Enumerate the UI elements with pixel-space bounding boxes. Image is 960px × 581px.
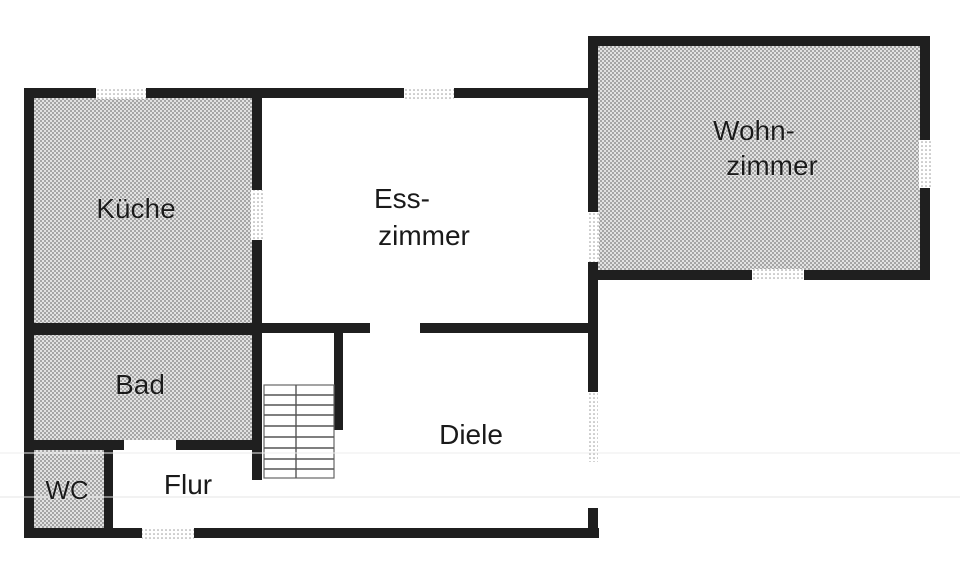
room-label-esszimmer-line2: zimmer <box>378 220 470 251</box>
wall-wc-right <box>104 440 113 528</box>
wall-kueche-right <box>252 88 262 480</box>
room-label-wohnzimmer-line2: zimmer <box>726 150 818 181</box>
room-label-flur: Flur <box>164 469 212 500</box>
wc-fill <box>33 450 105 528</box>
kueche-fill <box>33 97 254 325</box>
wall-stair <box>334 323 343 430</box>
window-wohn-right <box>919 140 931 188</box>
wall-bad-flur-right <box>176 440 262 450</box>
opening-diele-exit <box>588 462 598 508</box>
door-kueche-ess <box>251 190 263 240</box>
wall-bottom <box>24 528 599 538</box>
room-label-wohnzimmer-line1: Wohn- <box>713 115 795 146</box>
wall-wohn-top <box>588 36 930 46</box>
room-label-esszimmer-line1: Ess- <box>374 183 430 214</box>
window-flur-bottom <box>142 527 194 539</box>
room-label-kueche: Küche <box>96 193 175 224</box>
wall-kueche-bad <box>24 323 262 335</box>
wall-right-diele-lower <box>588 508 598 538</box>
wall-left <box>24 88 34 538</box>
window-kueche-top <box>96 87 146 99</box>
window-wohn-bottom <box>752 269 804 281</box>
bad-fill <box>33 335 254 440</box>
wohnzimmer-fill <box>598 45 921 270</box>
wall-top <box>24 88 598 98</box>
wall-bad-flur-left <box>24 440 124 450</box>
door-diele-right <box>588 392 598 462</box>
wall-ess-diele <box>252 323 598 333</box>
door-ess-wohn <box>587 212 599 262</box>
window-ess-top <box>404 87 454 99</box>
windows <box>96 87 931 539</box>
stairs <box>263 384 335 479</box>
door-ess-diele <box>370 322 420 334</box>
door-bad-flur <box>124 440 176 450</box>
room-label-wc: WC <box>45 475 88 505</box>
room-label-bad: Bad <box>115 369 165 400</box>
room-label-diele: Diele <box>439 419 503 450</box>
